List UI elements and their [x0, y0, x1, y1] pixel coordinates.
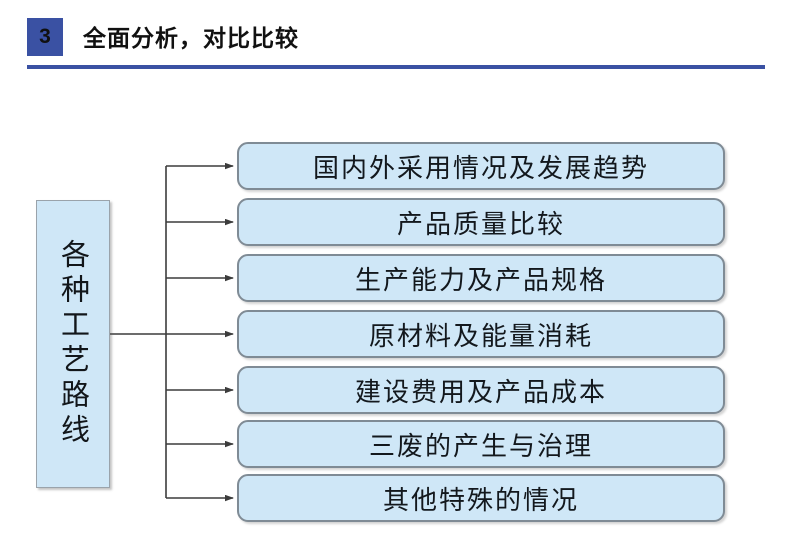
branch-node-7[interactable]: 其他特殊的情况	[237, 474, 725, 522]
slide-header: 3 全面分析，对比比较	[0, 0, 792, 70]
branch-node-label: 产品质量比较	[396, 209, 565, 240]
branch-node-4[interactable]: 原材料及能量消耗	[237, 310, 725, 358]
branch-node-2[interactable]: 产品质量比较	[237, 198, 725, 246]
branch-node-1[interactable]: 国内外采用情况及发展趋势	[237, 142, 725, 190]
root-node[interactable]: 各种工艺路线	[36, 200, 110, 488]
branch-node-label: 其他特殊的情况	[382, 485, 579, 516]
process-comparison-diagram: 各种工艺路线 国内外采用情况及发展趋势 产品质量比较 生产能力及产品规格 原材料…	[0, 70, 792, 555]
branch-node-3[interactable]: 生产能力及产品规格	[237, 254, 725, 302]
branch-node-label: 建设费用及产品成本	[354, 377, 607, 408]
branch-node-label: 国内外采用情况及发展趋势	[312, 153, 649, 184]
root-node-label: 各种工艺路线	[56, 239, 91, 449]
branch-node-label: 三废的产生与治理	[368, 431, 593, 462]
page-title: 全面分析，对比比较	[83, 26, 299, 52]
branch-node-label: 原材料及能量消耗	[368, 321, 593, 352]
branch-node-6[interactable]: 三废的产生与治理	[237, 420, 725, 468]
connector-lines	[110, 162, 234, 502]
branch-node-5[interactable]: 建设费用及产品成本	[237, 366, 725, 414]
header-divider	[27, 65, 765, 69]
branch-node-label: 生产能力及产品规格	[354, 265, 607, 296]
step-number-badge: 3	[27, 18, 63, 56]
